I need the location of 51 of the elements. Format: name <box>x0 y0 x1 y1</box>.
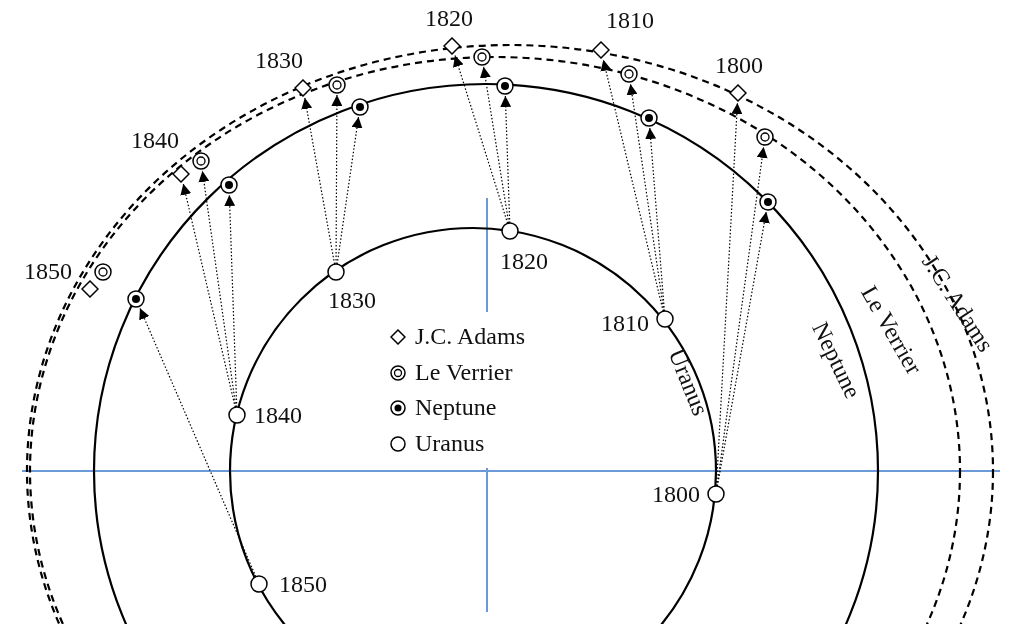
planet-marker <box>127 290 145 308</box>
dotted-arrow <box>479 66 510 224</box>
planet-marker <box>228 406 246 424</box>
prediction-marker <box>81 280 99 298</box>
prediction-marker <box>443 37 461 55</box>
prediction-marker <box>294 79 312 97</box>
year-label: 1830 <box>328 287 376 313</box>
year-label: 1840 <box>131 127 179 153</box>
dotted-arrow <box>716 146 768 487</box>
orbit-label: Uranus <box>663 345 714 419</box>
legend-label: J.C. Adams <box>415 323 525 349</box>
planet-marker <box>220 176 238 194</box>
prediction-marker <box>620 65 638 83</box>
planet-marker <box>501 222 519 240</box>
planet-marker <box>250 575 268 593</box>
legend-label: Uranus <box>415 429 485 456</box>
year-label: 1810 <box>601 310 649 336</box>
prediction-marker <box>592 41 610 59</box>
prediction-marker <box>328 76 346 94</box>
planet-marker <box>351 98 369 116</box>
dotted-arrow <box>336 116 363 265</box>
year-label: 1850 <box>279 571 327 597</box>
dotted-arrow <box>331 94 343 265</box>
dotted-arrow <box>301 97 336 265</box>
dotted-arrow <box>453 54 509 224</box>
year-label: 1820 <box>500 248 548 274</box>
planet-marker <box>327 263 345 281</box>
prediction-marker <box>172 165 190 183</box>
year-label: 1850 <box>24 258 72 284</box>
prediction-marker <box>94 263 112 281</box>
year-label: 1800 <box>715 52 763 78</box>
legend-label: Le Verrier <box>415 358 513 385</box>
dotted-arrow <box>600 59 664 312</box>
dotted-arrow <box>180 183 236 408</box>
year-label: 1820 <box>425 5 473 31</box>
planet-marker <box>759 193 777 211</box>
planet-marker <box>707 485 725 503</box>
year-label: 1810 <box>606 7 654 33</box>
dotted-arrow <box>139 307 257 578</box>
dotted-arrow <box>645 127 665 312</box>
prediction-marker <box>473 48 491 66</box>
planet-marker <box>496 77 514 95</box>
prediction-marker <box>192 152 210 170</box>
prediction-marker <box>729 84 747 102</box>
planet-marker <box>640 109 658 127</box>
planet-marker <box>656 310 674 328</box>
year-label: 1840 <box>254 402 302 428</box>
year-label: 1800 <box>652 481 700 507</box>
prediction-marker <box>756 128 774 146</box>
legend-label: Neptune <box>415 394 497 420</box>
year-label: 1830 <box>255 47 303 73</box>
